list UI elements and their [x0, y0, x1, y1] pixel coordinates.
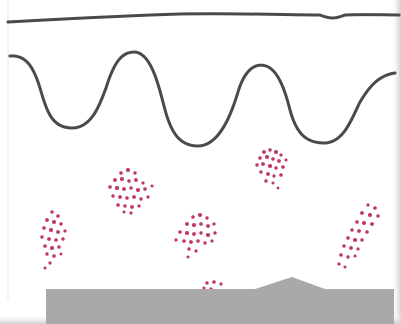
- dot-cluster-3: [40, 210, 66, 269]
- dot-cluster-5: [337, 203, 379, 268]
- dot-cluster-4: [174, 213, 216, 259]
- dot-cluster-2: [108, 168, 153, 215]
- dot-cluster-1: [255, 148, 287, 189]
- wavy-boundary-line: [10, 52, 395, 146]
- frame-shadow-right: [391, 0, 401, 324]
- top-surface-line: [8, 14, 399, 22]
